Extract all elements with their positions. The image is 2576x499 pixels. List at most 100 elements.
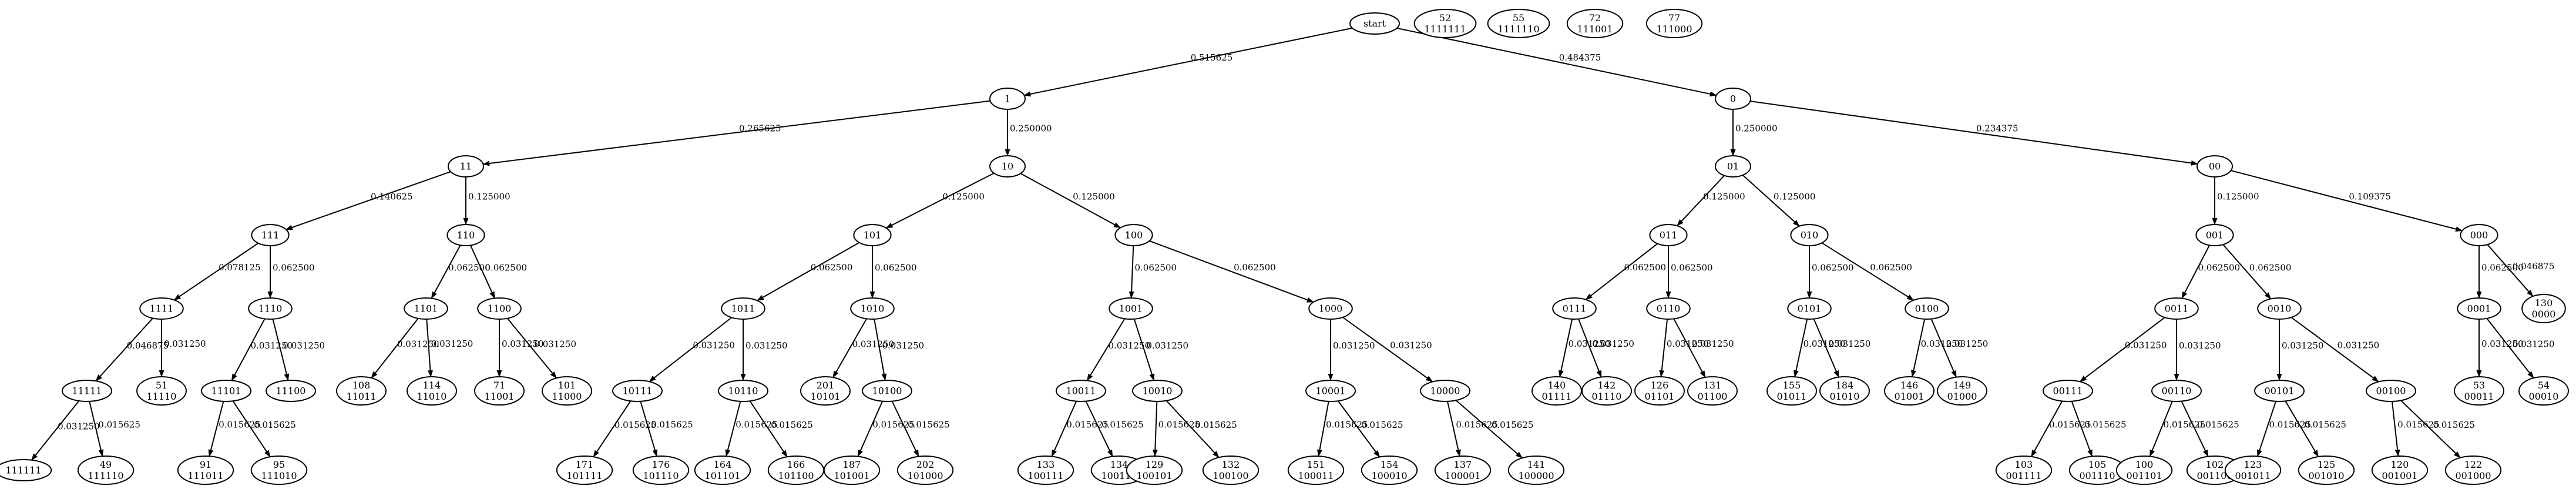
edge-probability-label: 0.062500 xyxy=(485,262,527,273)
edge-n10110-l164: 0.015625 xyxy=(725,401,778,457)
edge-arrow xyxy=(891,401,919,457)
node-ellipse xyxy=(1413,9,1477,38)
edge-n101-n1010: 0.062500 xyxy=(869,246,917,299)
edge-probability-label: 0.062500 xyxy=(1671,263,1713,273)
node-10100: 10100 xyxy=(862,380,912,402)
node-label: 11100 xyxy=(276,386,306,397)
node-ellipse xyxy=(2444,456,2502,485)
node-label: 176 xyxy=(652,459,670,470)
edge-probability-label: 0.015625 xyxy=(651,420,693,430)
edge-arrow xyxy=(1023,27,1353,97)
edge-arrow xyxy=(725,401,741,457)
edge-arrow xyxy=(470,245,495,299)
node-label: 141 xyxy=(1527,459,1546,470)
node-label: 187 xyxy=(843,459,861,470)
edge-probability-label: 0.031250 xyxy=(1592,339,1634,349)
node-label: 52 xyxy=(1439,12,1451,24)
edge-probability-label: 0.015625 xyxy=(2164,420,2206,430)
node-label: 10001 xyxy=(1316,386,1346,397)
edge-n1110-n11101: 0.031250 xyxy=(231,318,293,381)
node-ellipse xyxy=(1905,297,1949,320)
node-code: 111001 xyxy=(1577,24,1613,35)
node-ellipse xyxy=(77,456,135,485)
edge-n1001-n10010: 0.031250 xyxy=(1133,319,1188,381)
node-code: 101000 xyxy=(907,470,943,481)
edge-probability-label: 0.125000 xyxy=(468,192,511,202)
node-ellipse xyxy=(1995,456,2053,485)
node-ellipse xyxy=(2521,294,2566,323)
node-label: 55 xyxy=(1513,12,1524,24)
edge-probability-label: 0.062500 xyxy=(448,262,491,273)
node-10001: 10001 xyxy=(1305,380,1356,402)
edge-probability-label: 0.515625 xyxy=(1191,52,1233,63)
node-code: 01111 xyxy=(1542,391,1572,402)
edge-n0001-l53: 0.031250 xyxy=(2476,319,2524,377)
node-ellipse xyxy=(823,456,881,485)
edge-probability-label: 0.031250 xyxy=(852,339,895,349)
node-label: 1001 xyxy=(1119,303,1143,314)
edge-n1-n11: 0.265625 xyxy=(482,100,990,166)
edge-n1101-l114: 0.031250 xyxy=(426,319,473,378)
node-label: 1011 xyxy=(731,303,755,314)
node-0011: 0011 xyxy=(2154,297,2199,320)
node-1111: 1111 xyxy=(139,297,184,320)
edge-arrow xyxy=(593,400,632,458)
node-label: 10010 xyxy=(1143,386,1173,397)
node-1110: 1110 xyxy=(248,297,293,320)
edge-n11-n111: 0.140625 xyxy=(285,171,451,230)
edge-probability-label: 0.031250 xyxy=(251,340,293,351)
edge-n0001-l54: 0.031250 xyxy=(2486,318,2555,379)
node-start: start xyxy=(1349,12,1400,35)
node-ellipse xyxy=(1420,380,1470,402)
node-code: 001110 xyxy=(2079,470,2115,481)
edge-arrow xyxy=(231,318,266,381)
node-label: 201 xyxy=(817,380,835,391)
edge-probability-label: 0.062500 xyxy=(1234,262,1276,273)
edge-probability-label: 0.265625 xyxy=(739,123,781,134)
node-label: 0101 xyxy=(1798,303,1822,314)
node-label: 102 xyxy=(2206,459,2224,470)
edge-arrow xyxy=(1673,318,1706,378)
node-label: 111111 xyxy=(5,465,41,476)
node-label: 140 xyxy=(1548,380,1566,391)
node-ellipse xyxy=(2115,456,2173,485)
edge-probability-label: 0.250000 xyxy=(1735,123,1778,134)
edge-n0100-l149: 0.031250 xyxy=(1930,319,1988,378)
node-label: 53 xyxy=(2473,380,2485,391)
edge-probability-label: 0.484375 xyxy=(1559,52,1601,63)
edge-n11101-l95: 0.015625 xyxy=(232,400,296,458)
node-code: 101111 xyxy=(566,470,602,481)
node-ellipse xyxy=(556,456,613,485)
edge-arrow xyxy=(1821,242,1915,301)
node-label: 10110 xyxy=(728,386,758,397)
node-ellipse xyxy=(2298,456,2355,485)
edge-probability-label: 0.015625 xyxy=(1195,420,1237,430)
edge-probability-label: 0.031250 xyxy=(431,339,473,349)
edge-arrow xyxy=(1455,400,1523,459)
edge-arrow xyxy=(2071,401,2093,457)
node-ellipse xyxy=(1126,456,1183,485)
node-0: 0 xyxy=(1715,88,1751,110)
node-ellipse xyxy=(1937,376,1987,406)
node-label: 1000 xyxy=(1319,303,1343,314)
node-ellipse xyxy=(1109,297,1153,320)
edge-n10111-l176: 0.015625 xyxy=(640,401,693,457)
edge-probability-label: 0.234375 xyxy=(1976,123,2019,134)
edge-arrow xyxy=(2392,401,2400,457)
edge-probability-label: 0.015625 xyxy=(2084,420,2127,430)
edge-n111-n1111: 0.078125 xyxy=(173,242,261,301)
node-code: 11011 xyxy=(347,391,377,402)
edge-arrow xyxy=(1133,319,1155,381)
node-code: 001001 xyxy=(2382,470,2417,481)
edge-probability-label: 0.125000 xyxy=(942,191,985,202)
edge-n00110-l100: 0.015625 xyxy=(2149,401,2206,457)
node-0101: 0101 xyxy=(1787,297,1832,320)
edge-arrow xyxy=(1677,175,1725,226)
